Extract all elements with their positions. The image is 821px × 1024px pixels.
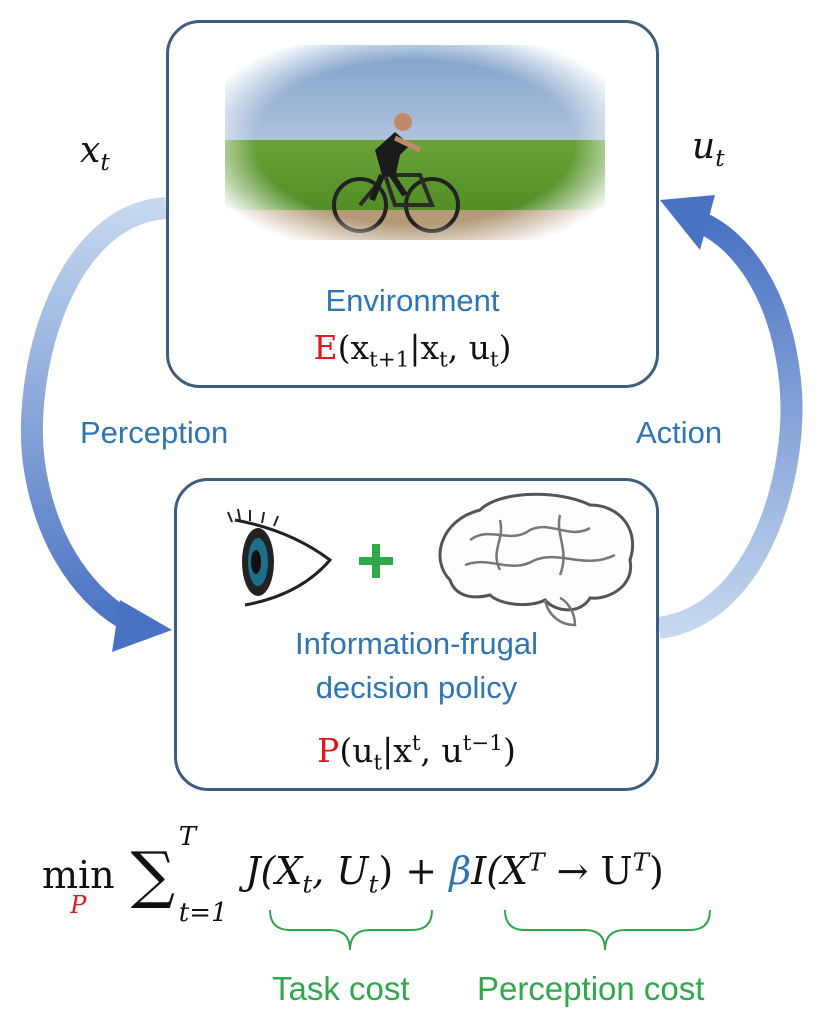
env-eq-mid: |x	[409, 328, 440, 367]
i-sup1: T	[528, 847, 545, 877]
j-sub1: t	[302, 869, 313, 899]
min-text: min	[42, 852, 115, 897]
u-var: u	[692, 126, 716, 167]
perception-cost-brace	[504, 909, 711, 951]
beta-symbol: β	[449, 849, 472, 893]
policy-equation: P(ut|xt, ut−1)	[174, 731, 659, 776]
min-operator: min P	[42, 852, 115, 919]
x-var: x	[80, 130, 101, 171]
task-cost-label: Task cost	[272, 970, 410, 1007]
objective-formula: min P ∑ T t=1 J(Xt, Ut) + βI(XT → UT)	[42, 822, 664, 928]
env-eq-open: (x	[337, 328, 370, 367]
i-arrow: → U	[544, 849, 633, 893]
pol-eq-sub1: t	[373, 750, 383, 776]
policy-title: Information-frugal decision policy	[174, 622, 659, 710]
environment-equation: E(xt+1|xt, ut)	[166, 328, 659, 373]
u-sub: t	[715, 144, 725, 173]
env-eq-sub3: t	[489, 347, 499, 373]
env-eq-sub1: t+1	[369, 347, 410, 373]
pol-eq-sup2: t−1	[462, 731, 503, 756]
perception-label: Perception	[80, 415, 229, 450]
perception-cost-label: Perception cost	[477, 970, 705, 1007]
j-sub2: t	[368, 869, 379, 899]
pol-eq-sup1: t	[411, 731, 421, 756]
env-eq-mid2: , u	[447, 328, 490, 367]
environment-func: E	[313, 328, 338, 367]
i-close: )	[649, 849, 664, 893]
sum-sub: t=1	[178, 898, 228, 928]
j-term: J(X	[245, 849, 303, 893]
task-cost-brace	[269, 909, 433, 951]
environment-title: Environment	[325, 283, 500, 318]
x-sub: t	[100, 148, 110, 177]
action-variable-label: ut	[692, 126, 725, 172]
pol-eq-open: (u	[339, 731, 374, 770]
env-eq-sub2: t	[439, 347, 448, 373]
action-label: Action	[636, 415, 723, 450]
action-arrow	[657, 195, 803, 639]
pol-eq-mid2: , u	[420, 731, 463, 770]
state-variable-label: xt	[80, 130, 110, 176]
i-term: I(X	[471, 849, 529, 893]
i-sup2: T	[632, 847, 650, 877]
j-close: ) +	[378, 849, 438, 893]
pol-eq-close: )	[502, 731, 516, 770]
policy-title-line1: Information-frugal	[295, 626, 538, 661]
policy-title-line2: decision policy	[315, 670, 518, 705]
min-under: P	[70, 890, 87, 919]
perception-arrow	[21, 197, 172, 652]
j-mid: , U	[312, 849, 369, 893]
sum-sup: T	[178, 822, 197, 852]
pol-eq-mid: |x	[382, 731, 412, 770]
sum-operator: ∑ T t=1	[130, 822, 228, 928]
env-eq-close: )	[498, 328, 512, 367]
policy-func: P	[317, 731, 340, 770]
